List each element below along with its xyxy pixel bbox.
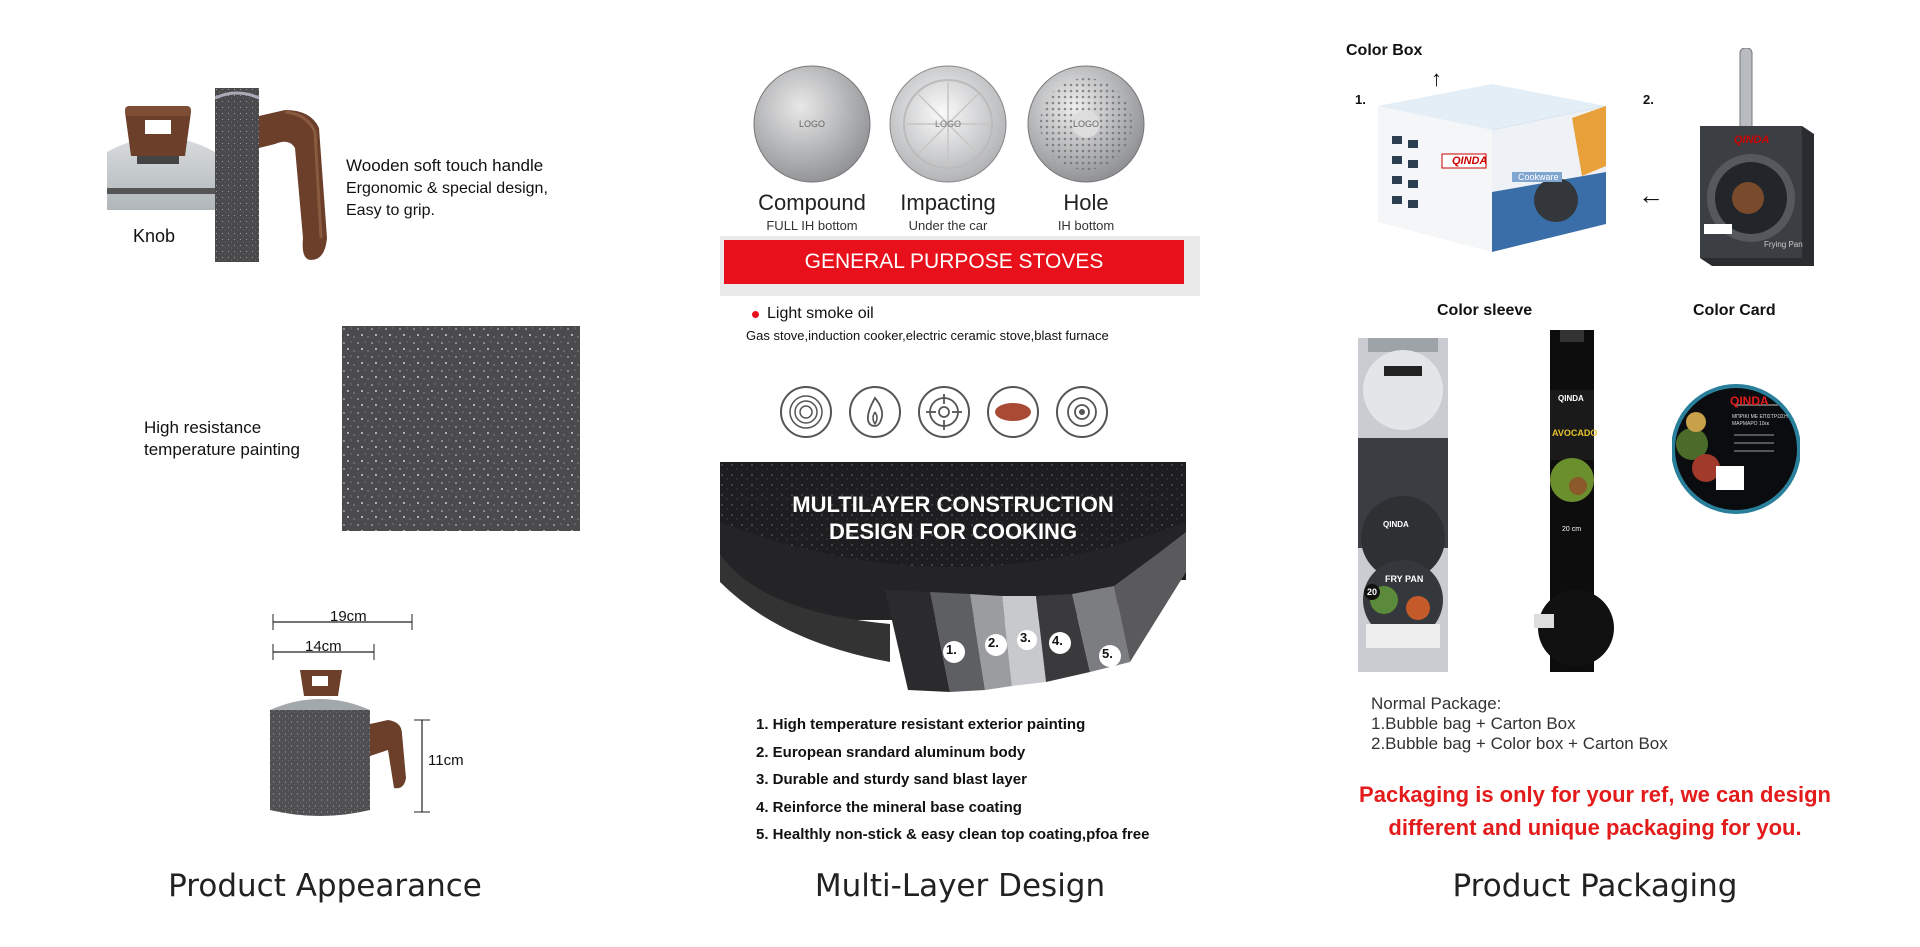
- packaging-column: Color Box 1. ↑ QINDA Cookware 2. ←: [1330, 0, 1920, 947]
- handle-desc-2: Easy to grip.: [346, 202, 435, 219]
- dimension-11cm: 11cm: [428, 752, 464, 769]
- sleeve-grey-text: FRY PAN: [1385, 574, 1424, 584]
- layer-num-1: 1.: [946, 642, 957, 657]
- disc-impacting: LOGO: [888, 64, 1008, 184]
- color-card-label: Color Card: [1693, 302, 1776, 319]
- left-arrow-icon: ←: [1638, 180, 1664, 210]
- knob-photo: [107, 92, 215, 210]
- sleeve-black-brand: QINDA: [1558, 394, 1584, 403]
- sleeve-grey-image: QINDA FRY PAN 20: [1358, 338, 1448, 672]
- handle-title: Wooden soft touch handle: [346, 156, 544, 175]
- layer-item-4: 4. Reinforce the mineral base coating: [756, 798, 1022, 816]
- num-1: 1.: [1355, 92, 1366, 107]
- num-2: 2.: [1643, 92, 1654, 107]
- appearance-title: Product Appearance: [168, 868, 482, 904]
- ceramic-plate-icon: [987, 386, 1039, 438]
- card-brand: QINDA: [1730, 394, 1769, 408]
- bullet-title: Light smoke oil: [767, 305, 874, 322]
- bullet-dot: [752, 311, 759, 318]
- disc-sub-hole: IH bottom: [1057, 218, 1115, 233]
- dimension-drawing: [260, 600, 480, 830]
- normal-package: Normal Package: 1.Bubble bag + Carton Bo…: [1371, 694, 1668, 754]
- layer-num-3: 3.: [1020, 630, 1031, 645]
- card-line-1: ΜΠΡΙΚΙ ΜΕ ΕΠΙΣΤΡΩΣΗ: [1732, 414, 1788, 420]
- stoves-banner-label: GENERAL PURPOSE STOVES: [724, 240, 1184, 284]
- gas-flame-icon: [849, 386, 901, 438]
- color-card-image: QINDA ΜΠΡΙΚΙ ΜΕ ΕΠΙΣΤΡΩΣΗ ΜΑΡΜΑΡΟ 10εκ: [1672, 364, 1800, 534]
- layers-title: Multi-Layer Design: [814, 868, 1106, 904]
- box-side-text: Cookware: [1518, 172, 1559, 182]
- disc-logo-2: LOGO: [935, 119, 961, 129]
- color-sleeve-label: Color sleeve: [1437, 302, 1533, 319]
- normal-package-title: Normal Package:: [1371, 694, 1502, 713]
- layer-item-1: 1. High temperature resistant exterior p…: [756, 716, 1086, 733]
- construction-image: MULTILAYER CONSTRUCTION DESIGN FOR COOKI…: [720, 462, 1186, 692]
- disc-hole: LOGO: [1026, 64, 1146, 184]
- disc-label-compound: Compound: [758, 190, 866, 215]
- card-line-2: ΜΑΡΜΑΡΟ 10εκ: [1732, 421, 1770, 427]
- handle-desc-1: Ergonomic & special design,: [346, 180, 548, 197]
- layer-item-5: 5. Healthly non-stick & easy clean top c…: [756, 826, 1150, 843]
- construction-heading-2: DESIGN FOR COOKING: [828, 519, 1078, 544]
- disc-label-impacting: Impacting: [900, 190, 996, 215]
- pan-box-text: Frying Pan: [1764, 240, 1803, 249]
- color-box-image: QINDA Cookware: [1372, 76, 1612, 254]
- gas-burner-icon: [918, 386, 970, 438]
- layer-num-2: 2.: [988, 635, 999, 650]
- appearance-column: Knob Wooden soft touch handle Ergonomic …: [0, 0, 640, 947]
- sleeve-grey-size: 20: [1364, 584, 1380, 600]
- normal-package-1: 1.Bubble bag + Carton Box: [1371, 714, 1576, 733]
- box-brand: QINDA: [1452, 155, 1488, 167]
- stoves-banner: GENERAL PURPOSE STOVES: [720, 236, 1200, 296]
- packaging-note-1: Packaging is only for your ref, we can d…: [1359, 782, 1831, 807]
- disc-logo-1: LOGO: [799, 119, 825, 129]
- layer-num-4: 4.: [1052, 633, 1063, 648]
- disc-sub-impacting: Under the car: [908, 218, 988, 233]
- painting-label-2: temperature painting: [144, 440, 300, 459]
- disc-compound: LOGO: [752, 64, 872, 184]
- disc-sub-compound: FULL IH bottom: [766, 218, 858, 233]
- electric-hob-icon: [1056, 386, 1108, 438]
- color-box-label: Color Box: [1346, 42, 1423, 59]
- handle-photo: [215, 88, 327, 262]
- layers-column: LOGO LOGO: [700, 0, 1220, 947]
- pan-box-brand: QINDA: [1734, 134, 1770, 146]
- knob-label: Knob: [133, 226, 176, 246]
- stove-icons: [780, 386, 1160, 442]
- up-arrow-icon: ↑: [1431, 66, 1442, 91]
- painting-swatch: [342, 326, 580, 531]
- pan-box-image: QINDA Frying Pan: [1692, 48, 1822, 270]
- layer-list: 1. High temperature resistant exterior p…: [756, 716, 1196, 854]
- sleeve-black-image: QINDA AVOCADO 20 cm: [1530, 330, 1626, 672]
- disc-label-hole: Hole: [1063, 190, 1109, 215]
- construction-heading-1: MULTILAYER CONSTRUCTION: [792, 492, 1114, 517]
- layer-item-2: 2. European srandard aluminum body: [756, 743, 1026, 761]
- layer-item-3: 3. Durable and sturdy sand blast layer: [756, 771, 1027, 788]
- packaging-note-2: different and unique packaging for you.: [1388, 815, 1802, 840]
- sleeve-black-sub: 20 cm: [1562, 526, 1582, 533]
- sleeve-black-text: AVOCADO: [1552, 428, 1598, 438]
- normal-package-2: 2.Bubble bag + Color box + Carton Box: [1371, 734, 1668, 753]
- packaging-title: Product Packaging: [1452, 868, 1738, 904]
- layer-num-5: 5.: [1102, 646, 1113, 661]
- induction-coil-icon: [780, 386, 832, 438]
- painting-label-1: High resistance: [144, 418, 262, 437]
- disc-logo-3: LOGO: [1073, 119, 1099, 129]
- dimension-19cm: 19cm: [330, 608, 367, 625]
- bullet-desc: Gas stove,induction cooker,electric cera…: [746, 328, 1109, 343]
- sleeve-grey-brand: QINDA: [1383, 520, 1409, 529]
- dimension-14cm: 14cm: [305, 638, 342, 655]
